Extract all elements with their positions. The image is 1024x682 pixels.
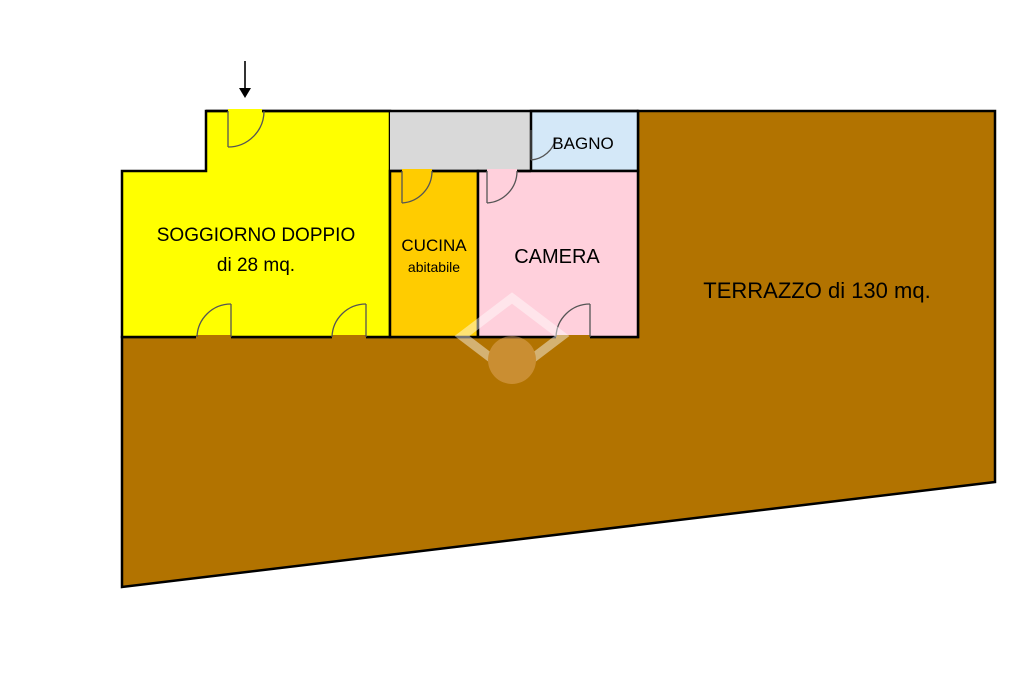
cucina-door <box>401 169 433 204</box>
soggiorno-room <box>120 109 392 339</box>
camera-door <box>486 169 518 204</box>
soggiorno-terrace-door-1 <box>196 303 232 339</box>
cucina-subname: abitabile <box>408 259 460 275</box>
entrance-door <box>227 109 265 148</box>
camera-room <box>476 169 640 339</box>
watermark-logo-icon <box>454 292 570 384</box>
bagno-door <box>530 130 557 161</box>
arrow-down-icon <box>239 61 251 98</box>
camera-terrace-door <box>555 303 591 339</box>
bagno-name: BAGNO <box>552 134 613 153</box>
camera-name: CAMERA <box>514 246 600 268</box>
soggiorno-terrace-door-2 <box>331 303 367 339</box>
cucina-name: CUCINA <box>401 236 467 255</box>
terrazzo-name: TERRAZZO di 130 mq. <box>703 278 930 303</box>
soggiorno-area: di 28 mq. <box>217 255 295 276</box>
soggiorno-name: SOGGIORNO DOPPIO <box>157 225 355 246</box>
disimpegno-area <box>390 111 531 171</box>
